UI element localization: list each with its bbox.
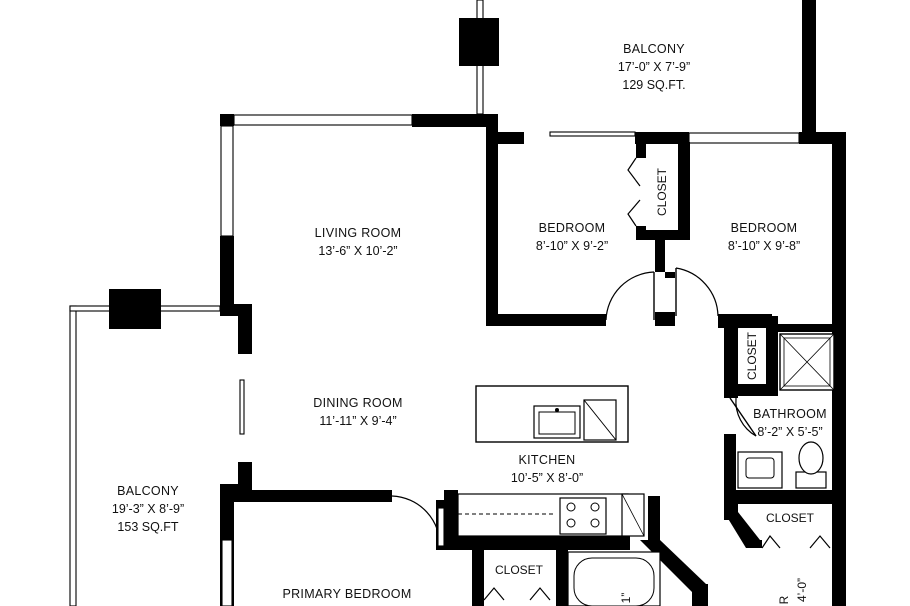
doors (483, 157, 831, 601)
stove (559, 497, 607, 535)
bedroom-center-name: BEDROOM (539, 221, 606, 235)
balcony-left-dims: 19’-3” X 8’-9” (112, 502, 184, 516)
fixtures (457, 333, 835, 606)
balcony-left-name: BALCONY (117, 484, 179, 498)
right-fragment-b: 4’-0” (795, 578, 809, 602)
closet-d-label: CLOSET (495, 563, 544, 577)
bath-fragment-label: 1” (619, 593, 633, 604)
bedroom-right-dims: 8’-10” X 9’-8” (728, 239, 800, 253)
living-room-name: LIVING ROOM (315, 226, 402, 240)
balcony-left-area: 153 SQ.FT (117, 520, 178, 534)
closet-b-label: CLOSET (745, 331, 759, 380)
structural-column-top (459, 18, 499, 66)
room-labels: BALCONY 17’-0” X 7’-9” 129 SQ.FT. LIVING… (112, 42, 827, 604)
kitchen-name: KITCHEN (519, 453, 576, 467)
closet-c-label: CLOSET (766, 511, 815, 525)
bedroom-center-dims: 8’-10” X 9’-2” (536, 239, 608, 253)
primary-bedroom-name: PRIMARY BEDROOM (282, 587, 411, 601)
kitchen-dims: 10’-5” X 8’-0” (511, 471, 583, 485)
bathroom-dims: 8’-2” X 5’-5” (757, 425, 822, 439)
walls (69, 114, 846, 606)
bathroom-name: BATHROOM (753, 407, 827, 421)
dining-room-dims: 11’-11” X 9’-4” (319, 414, 396, 428)
closet-a-label: CLOSET (655, 167, 669, 216)
bedroom-right-name: BEDROOM (731, 221, 798, 235)
right-fragment-a: R (777, 595, 791, 604)
living-room-dims: 13’-6” X 10’-2” (318, 244, 397, 258)
balcony-top-name: BALCONY (623, 42, 685, 56)
balcony-top-dims: 17’-0” X 7’-9” (618, 60, 690, 74)
dining-room-name: DINING ROOM (313, 396, 402, 410)
top-balcony-railing (459, 0, 816, 132)
balcony-top-area: 129 SQ.FT. (622, 78, 685, 92)
structural-column-left (109, 289, 161, 329)
